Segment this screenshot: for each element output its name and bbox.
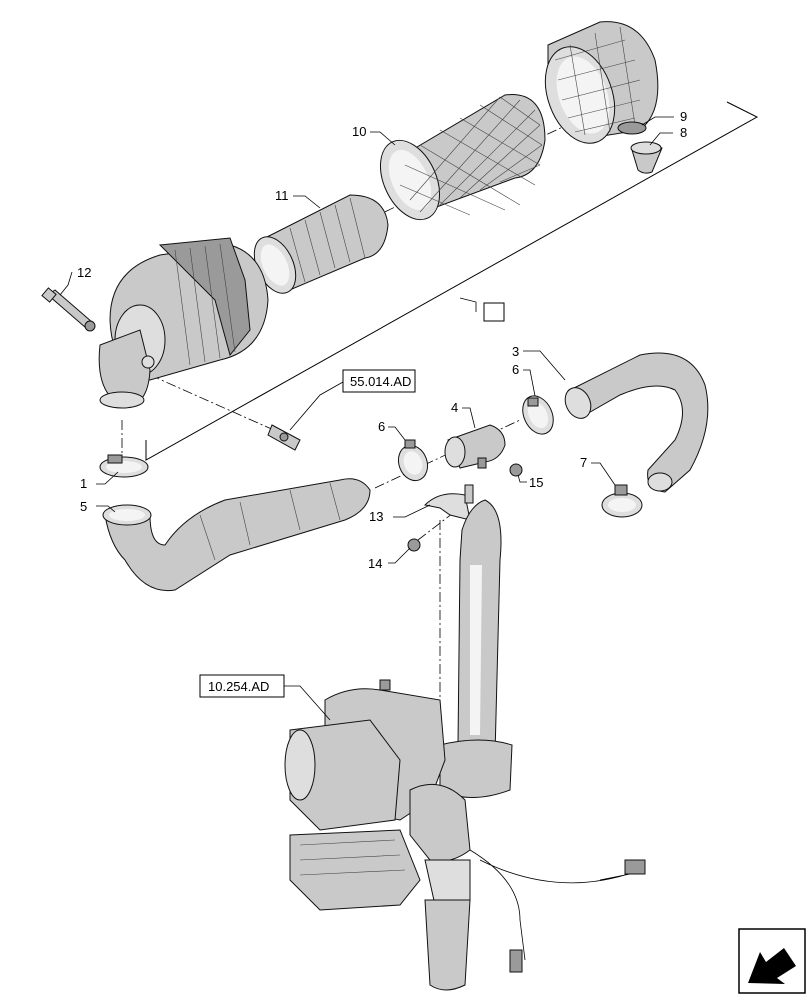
bolt-14 (407, 538, 421, 552)
reference-10-254-ad-label: 10.254.AD (208, 679, 269, 694)
air-cleaner-housing (98, 237, 269, 409)
callout-7: 7 (580, 455, 587, 470)
next-page-arrow-icon[interactable] (738, 928, 806, 994)
engine-assembly (284, 679, 646, 991)
callout-6-upper: 6 (512, 362, 519, 377)
nut-15 (509, 463, 523, 477)
primary-filter-element (379, 94, 546, 221)
reference-10-254-ad[interactable]: 10.254.AD (199, 674, 285, 698)
assembly-axis-lines (121, 89, 641, 700)
leader-lines (59, 116, 674, 721)
intake-hose-3 (564, 352, 709, 493)
coupling-tube-4 (444, 424, 506, 469)
secondary-filter-element (253, 194, 389, 294)
callout-4: 4 (451, 400, 458, 415)
support-bracket-13 (423, 484, 474, 521)
callout-9: 9 (680, 109, 687, 124)
callout-6-lower: 6 (378, 419, 385, 434)
hose-clamp-7 (601, 484, 643, 518)
callout-5: 5 (80, 499, 87, 514)
restriction-switch-12 (41, 287, 96, 332)
callout-14: 14 (368, 556, 382, 571)
hose-clamp-1 (99, 454, 149, 478)
intake-sensor (267, 424, 301, 451)
air-inlet-hose-5 (102, 478, 371, 592)
callout-8: 8 (680, 125, 687, 140)
hose-clamp-6-lower (397, 439, 429, 482)
callout-1: 1 (80, 476, 87, 491)
callout-12: 12 (77, 265, 91, 280)
hose-clamp-6-upper (522, 395, 554, 435)
callout-2-box (483, 302, 505, 322)
group-bracket-2 (145, 101, 759, 461)
callout-3: 3 (512, 344, 519, 359)
reference-55-014-ad-label: 55.014.AD (350, 374, 411, 389)
reference-55-014-ad[interactable]: 55.014.AD (342, 369, 416, 393)
vacuator-valve-8 (630, 141, 663, 174)
exhaust-stack (439, 499, 513, 798)
callout-13: 13 (369, 509, 383, 524)
callout-11: 11 (275, 188, 289, 203)
air-cleaner-cover (544, 21, 659, 144)
callout-10: 10 (352, 124, 366, 139)
callout-15: 15 (529, 475, 543, 490)
